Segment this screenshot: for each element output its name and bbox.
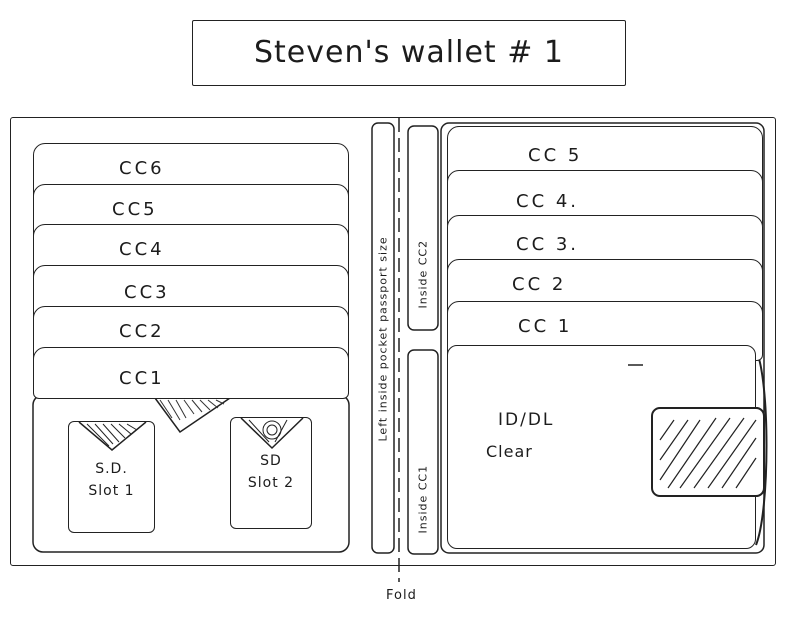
inside-cc1-label: Inside CC1	[416, 464, 430, 534]
right-panel-border	[440, 122, 765, 554]
card-label: CC 3.	[516, 234, 580, 255]
sd-slot-2-notch	[240, 418, 304, 450]
card-label: CC4	[119, 239, 165, 260]
inside-cc2-slot	[407, 125, 439, 331]
card-label: CC2	[119, 321, 165, 342]
sd-slot-label: S.D.	[95, 461, 128, 477]
sd-slot-1-notch	[78, 422, 147, 451]
card-label: CC6	[119, 158, 165, 179]
thumb-notch	[154, 397, 231, 434]
card-label: CC 4.	[516, 191, 580, 212]
card-label: CC 2	[512, 274, 567, 295]
card-label: CC3	[124, 282, 170, 303]
inside-cc2-label: Inside CC2	[416, 239, 430, 309]
sd-slot-label: Slot 1	[88, 483, 135, 499]
wallet-outline	[10, 117, 776, 566]
sd-slot-label: SD	[260, 453, 282, 469]
page-title: Steven's wallet # 1	[253, 35, 564, 70]
passport-pocket-label: Left inside pocket passport size	[376, 236, 390, 442]
title-box: Steven's wallet # 1	[192, 20, 626, 86]
inside-cc1-slot	[407, 349, 439, 555]
left-card-cc1: CC1	[33, 347, 349, 399]
id-window: ID/DL Clear	[447, 345, 756, 549]
card-label: CC 5	[528, 145, 583, 166]
card-label: CC5	[112, 199, 158, 220]
card-label: CC 1	[518, 316, 573, 337]
card-label: CC1	[119, 368, 165, 389]
id-window-sublabel: Clear	[486, 442, 533, 461]
clasp-edge	[755, 349, 768, 546]
id-window-label: ID/DL	[498, 410, 555, 430]
passport-pocket	[371, 122, 395, 554]
sd-slot-1: S.D. Slot 1	[68, 421, 155, 533]
sd-slot-label: Slot 2	[247, 475, 295, 491]
fold-label: Fold	[386, 588, 417, 603]
sd-slot-2: SD Slot 2	[230, 417, 312, 529]
